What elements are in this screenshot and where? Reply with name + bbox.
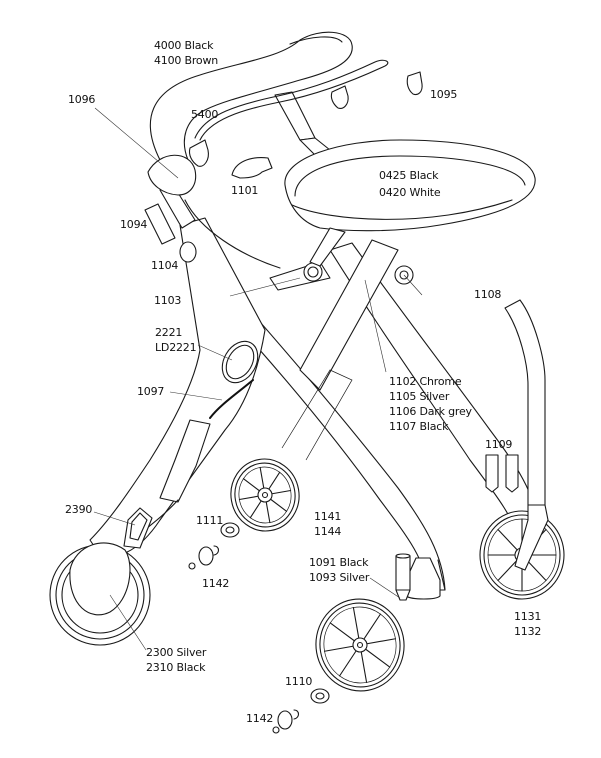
leader-lines [93,107,423,651]
brake-shoe-part [123,507,153,549]
washer-upper-part [220,522,240,538]
wheel-axle [261,491,269,499]
tube-sleeve-part [144,203,176,245]
wheel-rim [483,514,561,596]
seat-part [284,139,536,267]
label-washer-upper: 1111 [196,514,224,527]
label-knob: 1108 [474,288,502,301]
label-brake-lever: 1096 [68,93,96,106]
handlebar [149,31,353,161]
label-rail-clip: 1095 [430,88,458,101]
end-plugs [485,454,519,493]
middle-wheel [230,458,300,532]
label-axle-cap-lower: 1142 [246,712,274,725]
wheel-rim [234,462,296,528]
caster-fork-part [395,553,411,601]
wheel-rim [319,602,401,688]
label-bumper: 1104 [151,259,179,272]
wheel-hub [352,637,368,653]
rail-clip-part [406,71,423,96]
washer-lower-part [310,688,330,704]
label-axle-cap-upper: 1142 [202,577,230,590]
reflector-part [221,340,259,384]
label-hinge: 1103 [154,294,182,307]
wheel-axle [356,641,364,649]
label-brake-clip: 1101 [231,184,259,197]
bumper-part [179,241,197,263]
label-tube-sleeve: 1094 [120,218,148,231]
label-end-plug: 1109 [485,438,513,451]
label-basket-rail: 5400 [191,108,219,121]
front-fork [514,504,549,571]
brake-clip-part [231,157,273,179]
wheel-hub [257,487,273,503]
rear-wheel-left [49,542,151,646]
brake-cable-part [209,379,254,419]
label-brake-shoe: 2390 [65,503,93,516]
label-brake-cable: 1097 [137,385,165,398]
caster-wheel [315,598,405,692]
axle-cap-lower-part [272,709,300,734]
basket-rail [188,59,389,167]
hinge-part [269,261,331,291]
label-washer-lower: 1110 [285,675,313,688]
axle-cap-upper-part [188,545,220,570]
left-frame-tube [89,154,281,557]
